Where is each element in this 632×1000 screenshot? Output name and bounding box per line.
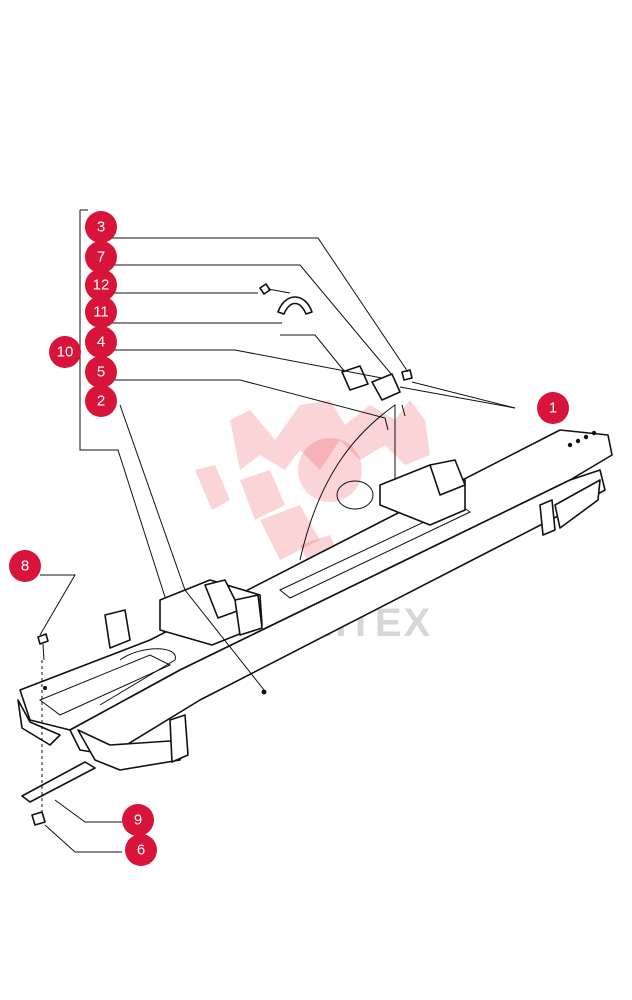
svg-text:8: 8	[21, 558, 29, 575]
svg-text:3: 3	[97, 219, 105, 236]
callout-4: 4	[85, 326, 117, 358]
svg-text:5: 5	[97, 364, 105, 381]
svg-text:10: 10	[57, 344, 74, 361]
chassis-frame	[17, 404, 613, 771]
svg-text:7: 7	[97, 249, 105, 266]
callout-3: 3	[85, 211, 117, 243]
callout-12: 12	[85, 269, 117, 301]
callout-8: 8	[9, 550, 41, 582]
callout-10: 10	[49, 336, 81, 368]
svg-text:11: 11	[93, 304, 109, 321]
callout-7: 7	[85, 241, 117, 273]
svg-text:9: 9	[134, 812, 142, 829]
small-parts	[21, 283, 413, 826]
svg-text:2: 2	[97, 393, 105, 410]
callout-11: 11	[85, 296, 117, 328]
svg-text:1: 1	[549, 400, 557, 417]
callout-5: 5	[85, 356, 117, 388]
svg-text:12: 12	[93, 277, 110, 294]
callout-2: 2	[85, 385, 117, 417]
callout-9: 9	[122, 804, 154, 836]
leader-lines	[39, 209, 516, 853]
callout-6: 6	[125, 834, 157, 866]
svg-text:4: 4	[97, 334, 105, 351]
callout-1: 1	[537, 392, 569, 424]
svg-text:6: 6	[137, 842, 145, 859]
